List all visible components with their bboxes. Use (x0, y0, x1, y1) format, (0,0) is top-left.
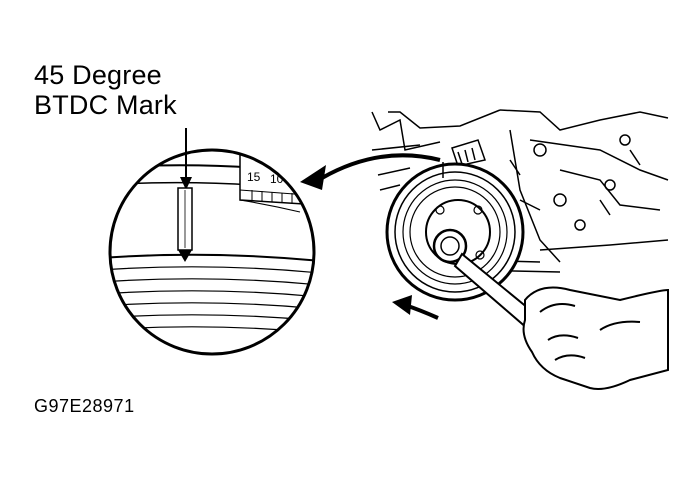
hand (522, 286, 669, 390)
mark-label-line-1: 45 Degree (34, 60, 162, 90)
mark-arrow-icon (180, 128, 192, 190)
mark-label-line-2: BTDC Mark (34, 90, 177, 120)
callout-arrow-icon (300, 153, 441, 190)
wrench (432, 228, 547, 337)
magnified-view: 15 10 (108, 148, 316, 356)
mark-label: 45 Degree BTDC Mark (34, 60, 177, 120)
rotation-arrow-icon (392, 295, 439, 320)
scale-mark-15: 15 (247, 170, 261, 184)
figure-id: G97E28971 (34, 396, 135, 416)
pulley-notch (177, 187, 193, 262)
